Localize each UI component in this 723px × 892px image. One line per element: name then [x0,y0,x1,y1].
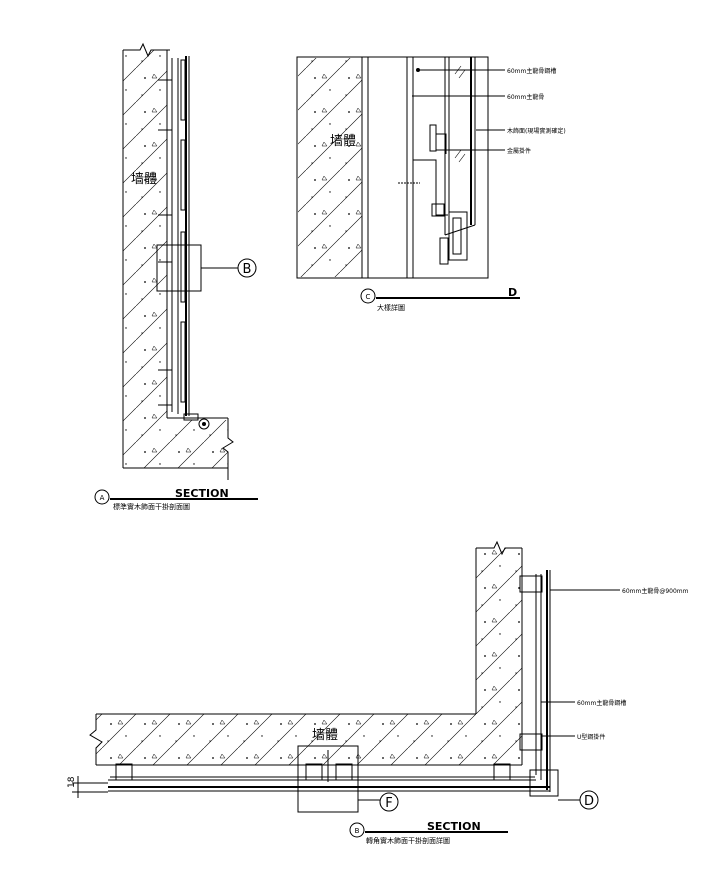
drawing-a-subtitle: 標準實木飾面干掛剖面圖 [113,502,190,511]
callout-d-label: D [584,794,594,809]
wall-label-b: 墙體 [312,728,338,743]
note-metal-hanger: 金屬掛件 [507,147,531,155]
section-letter-d: D [508,286,517,299]
section-marker-a: A [100,494,105,502]
callout-b-label: B [243,262,252,277]
drawing-a: B 墙體 A SECTION 標準實木飾面干掛剖面圖 [94,42,258,511]
section-word-a: SECTION [175,487,229,500]
callout-f-label: F [385,796,392,811]
note-u-hanger: U型鋼掛件 [577,733,605,741]
note-keel-channel-b: 60mm主龍骨鋼槽 [577,699,626,707]
note-wood-veneer: 木飾面(現場實測確定) [507,127,566,135]
drawing-b: D F 18 60mm主龍骨@900mm 60mm主龍骨鋼槽 U型鋼掛件 墙體 … [67,540,689,845]
wall-label-a: 墙體 [131,172,157,187]
section-marker-b: B [355,827,360,835]
drawing-c-subtitle: 大樣詳圖 [377,303,405,312]
drawing-c: 60mm主龍骨鋼槽 60mm主龍骨 木飾面(現場實測確定) 金屬掛件 墙體 C … [296,56,566,312]
drawing-b-subtitle: 轉角實木飾面干掛剖面詳圖 [366,836,450,845]
note-main-keel-channel: 60mm主龍骨鋼槽 [507,67,556,75]
wall-label-c: 墙體 [330,134,356,149]
note-main-keel: 60mm主龍骨 [507,93,544,101]
section-marker-c: C [366,293,371,301]
note-main-keel-spacing: 60mm主龍骨@900mm [622,587,689,595]
section-word-b: SECTION [427,820,481,833]
dimension-18: 18 [67,776,77,788]
